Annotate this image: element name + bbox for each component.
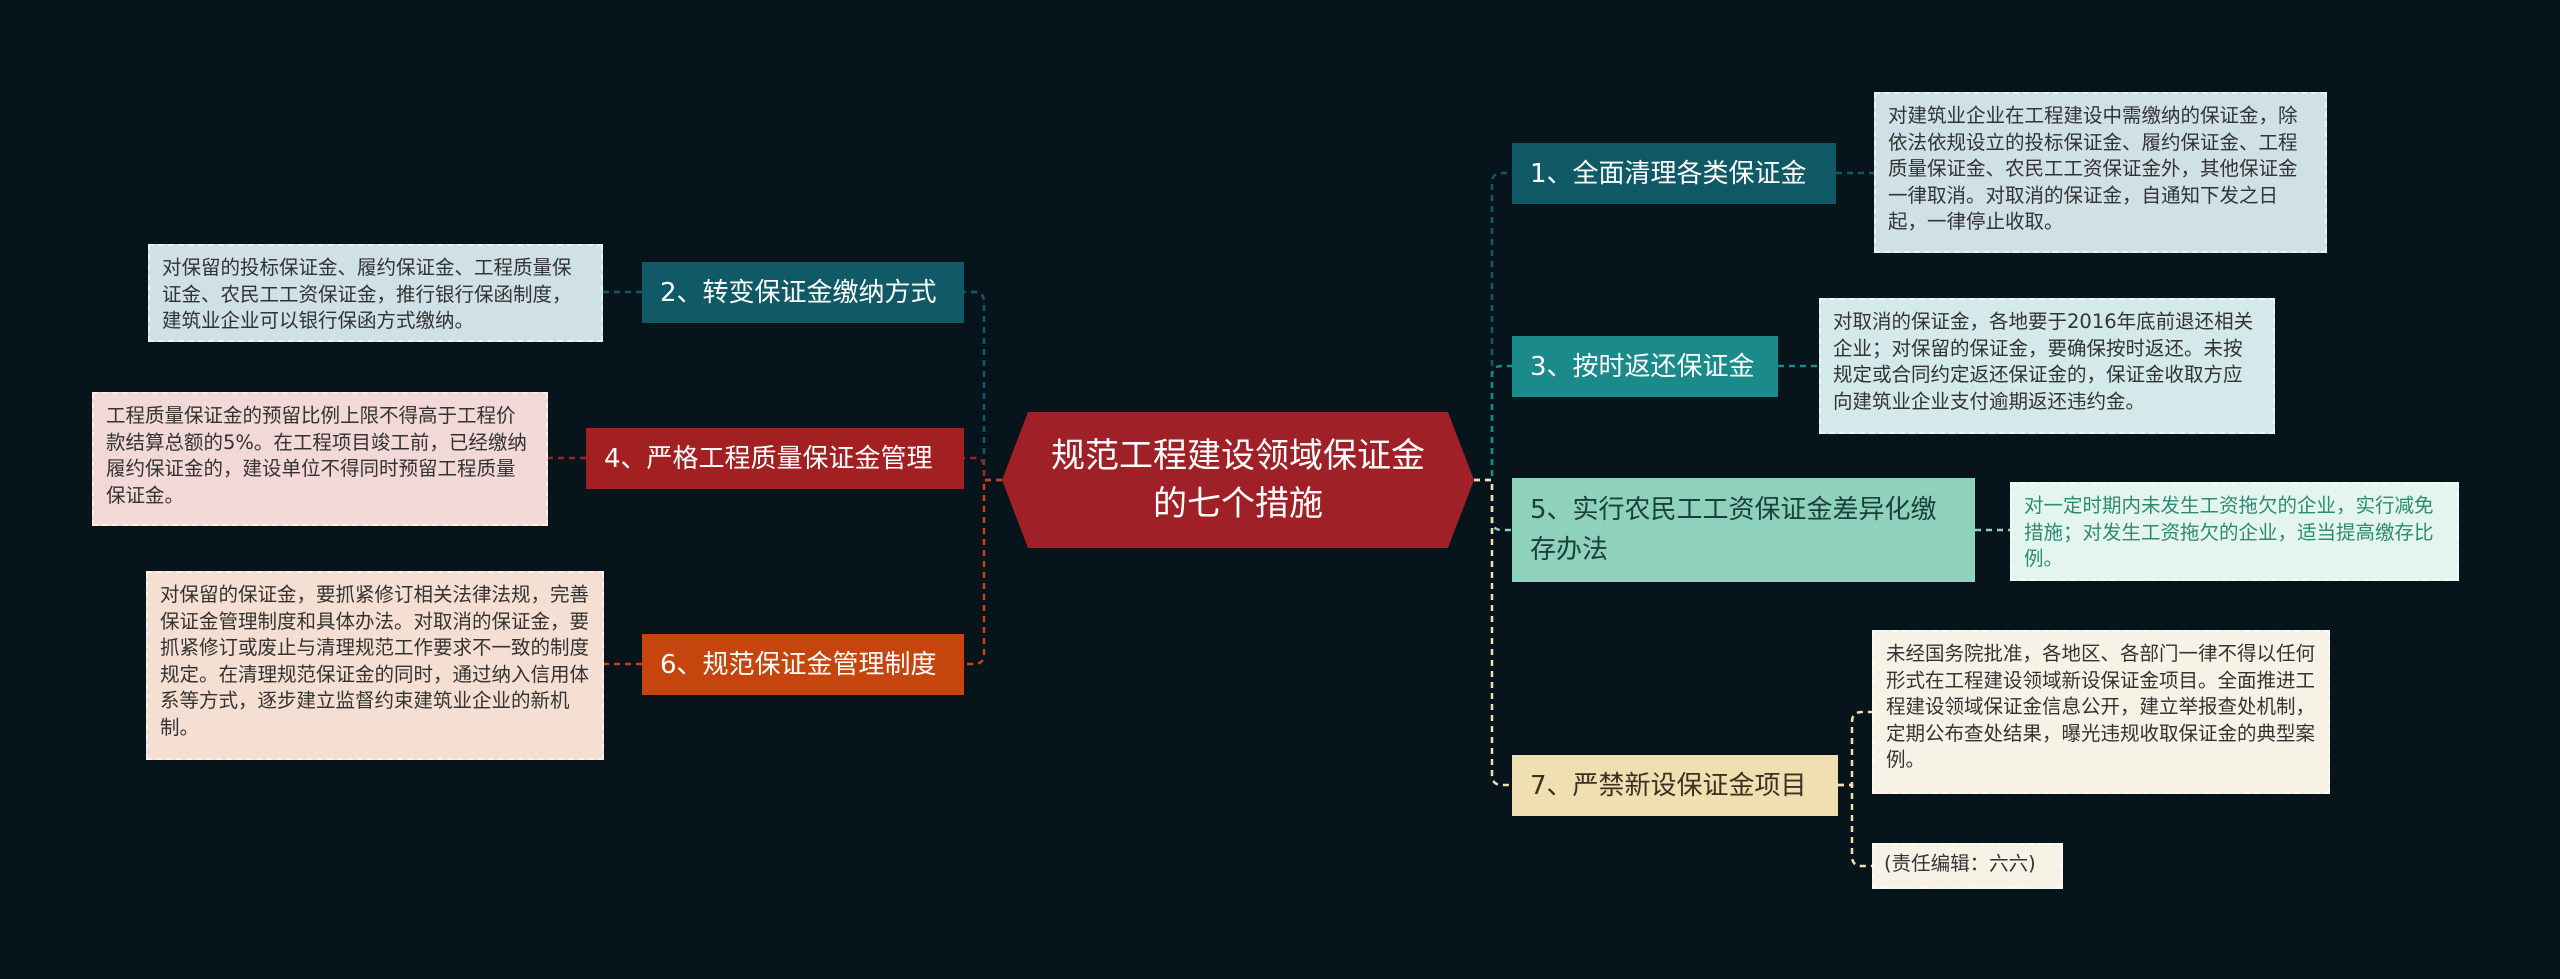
branch-2[interactable]: 2、转变保证金缴纳方式 bbox=[642, 262, 964, 323]
branch-7[interactable]: 7、严禁新设保证金项目 bbox=[1512, 755, 1838, 816]
branch-7-label: 7、严禁新设保证金项目 bbox=[1530, 770, 1807, 801]
branch-2-label: 2、转变保证金缴纳方式 bbox=[660, 277, 937, 308]
central-topic[interactable]: 规范工程建设领域保证金的七个措施 bbox=[1002, 412, 1474, 548]
branch-7-note: 未经国务院批准，各地区、各部门一律不得以任何形式在工程建设领域新设保证金项目。全… bbox=[1872, 630, 2330, 794]
link-root-b1 bbox=[1474, 171, 1512, 482]
branch-5-note: 对一定时期内未发生工资拖欠的企业，实行减免措施；对发生工资拖欠的企业，适当提高缴… bbox=[2010, 482, 2459, 581]
branch-4-label: 4、严格工程质量保证金管理 bbox=[604, 443, 933, 474]
link-root-b7 bbox=[1474, 478, 1512, 787]
branch-6-note: 对保留的保证金，要抓紧修订相关法律法规，完善保证金管理制度和具体办法。对取消的保… bbox=[146, 571, 604, 760]
link-root-b6 bbox=[964, 478, 1002, 666]
branch-1-note: 对建筑业企业在工程建设中需缴纳的保证金，除依法依规设立的投标保证金、履约保证金、… bbox=[1874, 92, 2327, 253]
branch-3[interactable]: 3、按时返还保证金 bbox=[1512, 336, 1778, 397]
branch-1[interactable]: 1、全面清理各类保证金 bbox=[1512, 143, 1836, 204]
link-root-b4 bbox=[964, 456, 1002, 482]
branch-3-note: 对取消的保证金，各地要于2016年底前退还相关企业；对保留的保证金，要确保按时返… bbox=[1819, 298, 2275, 434]
branch-4[interactable]: 4、严格工程质量保证金管理 bbox=[586, 428, 964, 489]
branch-1-label: 1、全面清理各类保证金 bbox=[1530, 158, 1807, 189]
branch-3-label: 3、按时返还保证金 bbox=[1530, 351, 1755, 382]
branch-5-label: 5、实行农民工工资保证金差异化缴存办法 bbox=[1530, 495, 1937, 565]
link-root-b2 bbox=[964, 290, 1002, 482]
central-topic-title: 规范工程建设领域保证金的七个措施 bbox=[1051, 436, 1425, 524]
branch-5[interactable]: 5、实行农民工工资保证金差异化缴存办法 bbox=[1512, 478, 1975, 582]
branch-7-note-editor: (责任编辑：六六) bbox=[1872, 843, 2063, 889]
link-b7-note bbox=[1838, 710, 1872, 787]
link-root-b3 bbox=[1474, 364, 1512, 482]
branch-6[interactable]: 6、规范保证金管理制度 bbox=[642, 634, 964, 695]
branch-2-note: 对保留的投标保证金、履约保证金、工程质量保证金、农民工工资保证金，推行银行保函制… bbox=[148, 244, 603, 342]
branch-6-label: 6、规范保证金管理制度 bbox=[660, 649, 937, 680]
link-b7-note-editor bbox=[1838, 783, 1872, 868]
branch-4-note: 工程质量保证金的预留比例上限不得高于工程价款结算总额的5%。在工程项目竣工前，已… bbox=[92, 392, 548, 526]
